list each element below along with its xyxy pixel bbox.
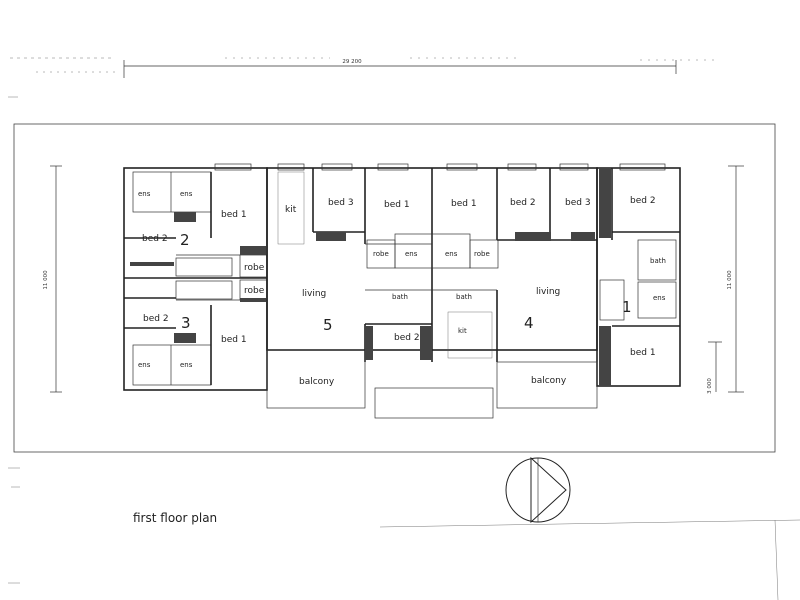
overall-width-label: 29 200	[342, 59, 362, 65]
dark-wall-segments	[130, 168, 611, 386]
label-ens-unit3-a: ens	[138, 361, 151, 369]
label-ens-unit2-b: ens	[180, 190, 193, 198]
balcony-depth-label: 3 000	[707, 378, 713, 394]
site-boundary	[13, 123, 776, 453]
label-ens-unit2-a: ens	[138, 190, 151, 198]
label-kit-unit5: kit	[285, 205, 297, 215]
label-ens-unit4: ens	[445, 250, 458, 258]
label-ens-unit3-b: ens	[180, 361, 193, 369]
label-living-unit4: living	[536, 287, 560, 297]
label-bed1-unit2: bed 1	[221, 210, 247, 220]
label-bath-unit5: bath	[392, 293, 408, 301]
label-bed1-unit4: bed 1	[451, 199, 477, 209]
right-depth-label: 11 000	[727, 270, 733, 290]
label-bed2-unit1: bed 2	[630, 196, 656, 206]
label-bed2-unit4: bed 2	[510, 198, 536, 208]
label-balcony-unit4: balcony	[531, 376, 567, 386]
label-robe-unit3: robe	[244, 286, 265, 296]
label-bath-unit1: bath	[650, 257, 666, 265]
left-depth-label: 11 000	[43, 270, 49, 290]
unit-number-5: 5	[323, 316, 333, 334]
unit-number-1: 1	[622, 298, 632, 316]
label-ens-unit1: ens	[653, 294, 666, 302]
label-living-unit5: living	[302, 289, 326, 299]
label-bed3-unit4: bed 3	[565, 198, 591, 208]
label-bed2-unit3: bed 2	[143, 314, 169, 324]
label-bed2-unit2: bed 2	[142, 234, 168, 244]
scan-artifacts	[8, 57, 800, 600]
top-windows	[214, 163, 666, 171]
unit-number-3: 3	[181, 314, 191, 332]
label-bed3-unit5: bed 3	[328, 198, 354, 208]
label-robe-unit4: robe	[474, 250, 490, 258]
label-balcony-unit5: balcony	[299, 377, 335, 387]
label-bed1-unit5: bed 1	[384, 200, 410, 210]
label-bed1-unit3: bed 1	[221, 335, 247, 345]
label-bath-unit4: bath	[456, 293, 472, 301]
overall-width-dimension: 29 200	[123, 59, 677, 78]
label-robe-unit2: robe	[244, 263, 265, 273]
label-kit-unit4: kit	[458, 327, 467, 335]
unit-number-2: 2	[180, 231, 190, 249]
plan-title: first floor plan	[133, 511, 217, 525]
room-labels: ens ens bed 1 bed 2 robe 2 robe bed 2 3 …	[138, 190, 666, 387]
north-arrow-symbol	[505, 456, 571, 524]
label-bed2-unit5: bed 2	[394, 333, 420, 343]
label-bed1-unit1: bed 1	[630, 348, 656, 358]
label-robe-unit5: robe	[373, 250, 389, 258]
left-depth-dimension: 11 000	[43, 165, 62, 393]
label-ens-unit5: ens	[405, 250, 418, 258]
unit-number-4: 4	[524, 314, 534, 332]
right-depth-dimension: 11 000 3 000	[707, 165, 744, 394]
